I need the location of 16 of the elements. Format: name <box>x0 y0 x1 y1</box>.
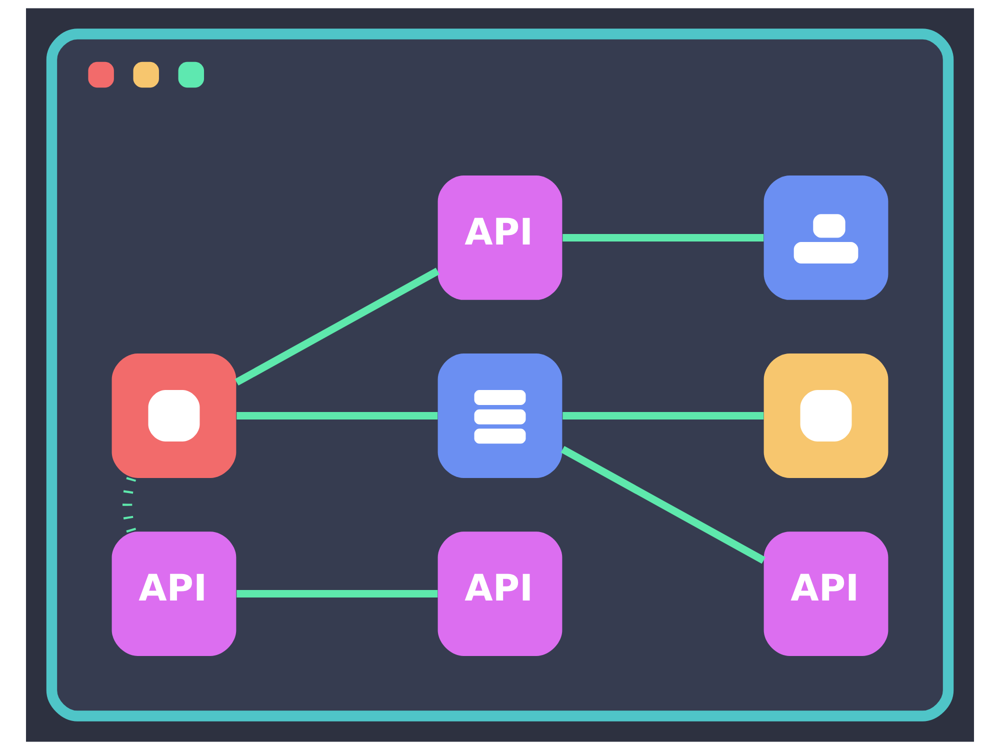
node-box: API <box>764 532 888 656</box>
connector <box>122 476 136 532</box>
node-box: API <box>112 532 236 656</box>
cluster <box>46 28 954 722</box>
node-box <box>112 354 236 478</box>
connector <box>562 234 764 242</box>
node-box: API <box>438 532 562 656</box>
connector <box>562 412 764 420</box>
connector <box>560 446 766 564</box>
node-box <box>764 354 888 478</box>
connector <box>236 412 438 420</box>
connector <box>234 268 440 386</box>
node-box <box>438 354 562 478</box>
connector <box>236 590 438 598</box>
node-box: API <box>438 176 562 300</box>
node-box <box>764 176 888 300</box>
